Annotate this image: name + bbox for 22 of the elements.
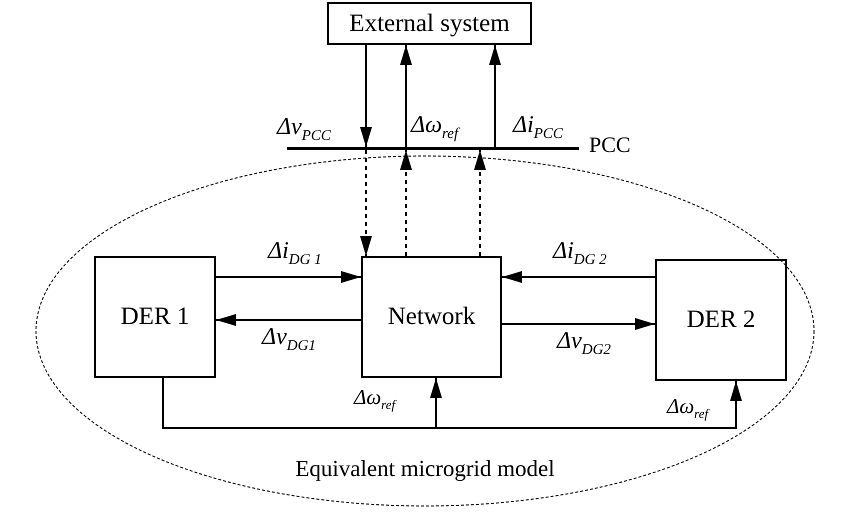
bus-bar [287, 147, 579, 150]
arrow [489, 45, 501, 147]
arrow [162, 378, 742, 429]
arrow [400, 45, 412, 147]
box-label: Network [388, 303, 476, 331]
system-box [327, 2, 532, 45]
dashed-arrow [400, 150, 412, 256]
box-label: DER 2 [686, 306, 756, 334]
box-label: DER 1 [120, 303, 190, 331]
arrow [360, 45, 372, 147]
arrow [502, 271, 655, 283]
dashed-ellipse [35, 155, 815, 507]
arrow [216, 314, 361, 326]
arrow [502, 318, 655, 330]
arrow [216, 271, 361, 283]
source-box [655, 259, 787, 381]
network-box [361, 256, 502, 378]
box-label: External system [349, 10, 510, 38]
dashed-arrow [474, 150, 486, 256]
region-label: Equivalent microgrid model [295, 456, 555, 482]
source-box [94, 256, 216, 378]
dashed-arrow [360, 150, 372, 256]
